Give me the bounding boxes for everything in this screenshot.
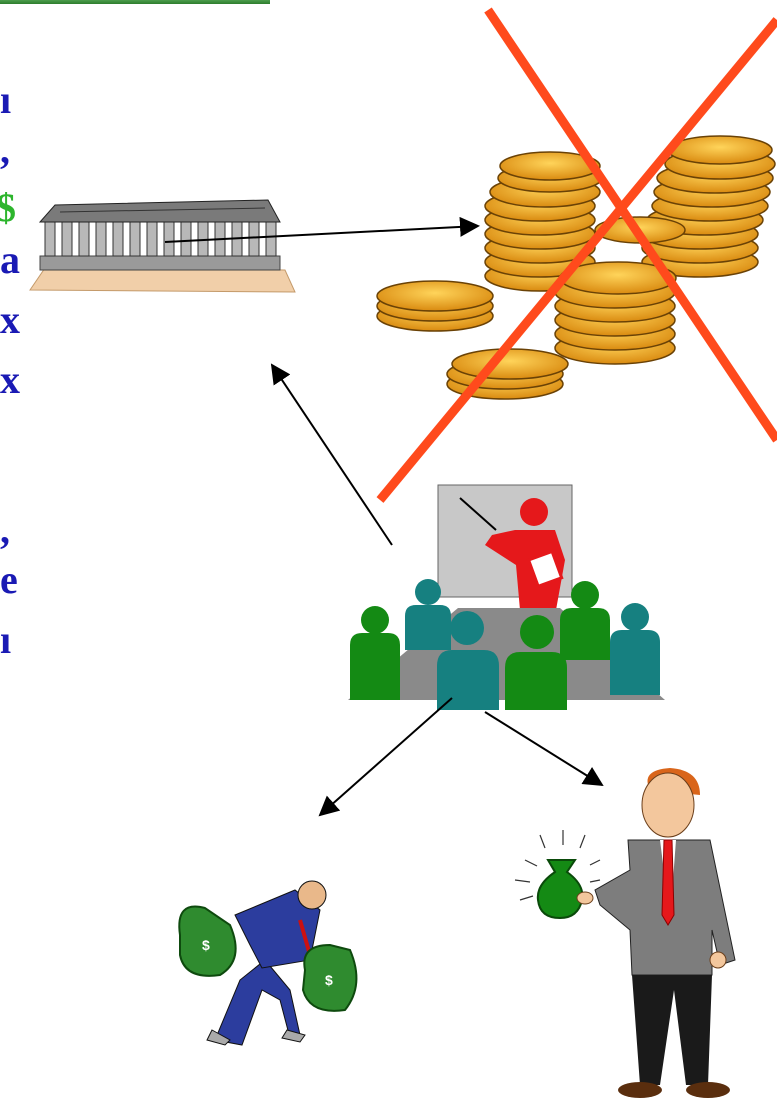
top-accent-bar xyxy=(0,0,270,4)
temple-icon xyxy=(29,199,296,293)
text-fragment: $ xyxy=(0,185,16,230)
text-fragment: , xyxy=(0,507,10,552)
text-fragment: , xyxy=(0,127,10,172)
text-fragment: ı xyxy=(0,77,12,122)
text-fragment: x xyxy=(0,357,20,402)
flow-arrows xyxy=(164,216,604,817)
text-fragment: e xyxy=(0,557,18,602)
businessman-moneybag-icon xyxy=(514,768,736,1098)
text-fragment: x xyxy=(0,297,20,342)
coin-pile-icon xyxy=(376,135,776,400)
meeting-presentation-icon xyxy=(348,484,665,710)
running-man-moneybags-icon: $ $ xyxy=(178,880,358,1046)
svg-text:$: $ xyxy=(325,972,333,988)
text-fragment: ı xyxy=(0,617,12,662)
text-fragment: a xyxy=(0,237,20,282)
cross-mark-icon xyxy=(376,7,777,503)
svg-text:$: $ xyxy=(202,937,210,953)
